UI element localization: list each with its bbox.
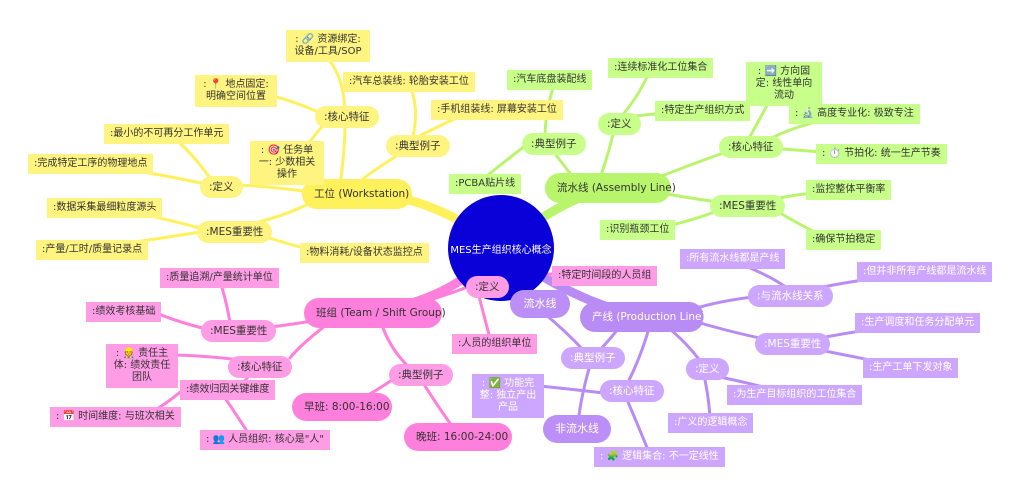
node-team-attribution-dimension[interactable]: :绩效归因关键维度	[180, 380, 276, 400]
node-ws-example-phone[interactable]: :手机组装线: 屏幕安装工位	[431, 100, 563, 120]
node-production-relation[interactable]: :与流水线关系	[748, 285, 833, 307]
node-al-mes-bottleneck[interactable]: :识别瓶颈工位	[600, 220, 676, 240]
node-pl-def-logical[interactable]: :广义的逻辑概念	[668, 413, 754, 433]
node-al-mes-balance[interactable]: :监控整体平衡率	[806, 180, 892, 200]
node-team-examples[interactable]: :典型例子	[389, 364, 453, 386]
node-pl-rel-all-are[interactable]: :所有流水线都是产线	[680, 249, 786, 269]
node-pl-mes-work-order[interactable]: :生产工单下发对象	[863, 358, 959, 378]
node-team-responsibility[interactable]: : 👷 责任主体: 绩效责任团队	[106, 344, 178, 388]
node-ws-def-smallest-unit[interactable]: :最小的不可再分工作单元	[104, 124, 230, 144]
node-assembly-core-features[interactable]: :核心特征	[719, 136, 783, 158]
node-production-line[interactable]: 产线 (Production Line)	[580, 302, 706, 332]
node-ws-resource-binding[interactable]: : 🔗 资源绑定: 设备/工具/SOP	[286, 30, 370, 62]
node-pl-mes-scheduling[interactable]: :生产调度和任务分配单元	[855, 313, 981, 333]
node-team-definition[interactable]: :定义	[466, 276, 509, 298]
node-team-def-org-unit[interactable]: :人员的组织单位	[452, 334, 538, 354]
node-pl-rel-not-all[interactable]: :但并非所有产线都是流水线	[857, 262, 993, 282]
node-team-def-time-group[interactable]: :特定时间段的人员组	[552, 266, 658, 286]
node-workstation-definition[interactable]: :定义	[200, 176, 243, 198]
node-al-def-continuous[interactable]: :连续标准化工位集合	[608, 58, 714, 78]
node-workstation-mes-importance[interactable]: :MES重要性	[197, 221, 273, 243]
node-assembly-examples[interactable]: :典型例子	[522, 133, 586, 155]
node-assembly-definition[interactable]: :定义	[598, 113, 641, 135]
node-al-def-organization[interactable]: :特定生产组织方式	[655, 101, 751, 121]
node-team-evening-shift[interactable]: 晚班: 16:00-24:00	[404, 423, 512, 451]
node-ws-example-car[interactable]: :汽车总装线: 轮胎安装工位	[343, 72, 475, 92]
node-production-mes-importance[interactable]: :MES重要性	[755, 333, 831, 355]
node-al-mes-takt-stable[interactable]: :确保节拍稳定	[806, 230, 882, 250]
node-team-mes-importance[interactable]: :MES重要性	[201, 320, 277, 342]
node-pl-complete-function[interactable]: : ✅ 功能完整: 独立产出产品	[472, 374, 544, 418]
node-ws-mes-data-source[interactable]: :数据采集最细粒度源头	[47, 198, 163, 218]
node-al-example-chassis[interactable]: :汽车底盘装配线	[507, 70, 593, 90]
node-assembly-mes-importance[interactable]: :MES重要性	[710, 195, 786, 217]
node-ws-location-fixed[interactable]: : 📍 地点固定: 明确空间位置	[195, 75, 277, 107]
node-team-mes-kpi-basis[interactable]: :绩效考核基础	[86, 302, 162, 322]
node-ws-mes-monitor-point[interactable]: :物料消耗/设备状态监控点	[300, 243, 429, 263]
node-production-examples[interactable]: :典型例子	[561, 347, 625, 369]
node-workstation-examples[interactable]: :典型例子	[386, 135, 450, 157]
node-ws-single-task[interactable]: : 🎯 任务单一: 少数相关操作	[250, 141, 324, 185]
node-team-core-features[interactable]: :核心特征	[228, 356, 292, 378]
node-team-mes-traceability[interactable]: :质量追溯/产量统计单位	[160, 268, 279, 288]
node-pl-logical-set[interactable]: : 🧩 逻辑集合: 不一定线性	[594, 447, 725, 467]
node-pl-def-collection[interactable]: :为生产目标组织的工位集合	[727, 385, 863, 405]
node-workstation-core-features[interactable]: :核心特征	[315, 106, 379, 128]
node-team-people-organization[interactable]: : 👥 人员组织: 核心是"人"	[200, 430, 330, 450]
node-al-direction-fixed[interactable]: : ➡️ 方向固定: 线性单向流动	[746, 62, 822, 106]
node-production-definition[interactable]: :定义	[686, 358, 729, 380]
node-ws-mes-record-point[interactable]: :产量/工时/质量记录点	[36, 240, 149, 260]
node-team-time-dimension[interactable]: : 📅 时间维度: 与班次相关	[50, 407, 181, 427]
node-team[interactable]: 班组 (Team / Shift Group)	[304, 298, 446, 328]
node-al-example-pcba[interactable]: :PCBA贴片线	[449, 174, 522, 194]
node-pl-example-assembly[interactable]: 流水线	[510, 290, 570, 318]
node-al-specialization[interactable]: : 🔬 高度专业化: 极致专注	[789, 104, 920, 124]
node-pl-example-non-assembly[interactable]: 非流水线	[543, 415, 611, 443]
node-production-core-features[interactable]: :核心特征	[600, 380, 664, 402]
node-ws-def-physical-site[interactable]: :完成特定工序的物理地点	[28, 154, 154, 174]
node-team-morning-shift[interactable]: 早班: 8:00-16:00	[292, 393, 392, 421]
node-al-takt[interactable]: : ⏱️ 节拍化: 统一生产节奏	[816, 144, 947, 164]
node-assembly-line[interactable]: 流水线 (Assembly Line)	[545, 173, 676, 203]
